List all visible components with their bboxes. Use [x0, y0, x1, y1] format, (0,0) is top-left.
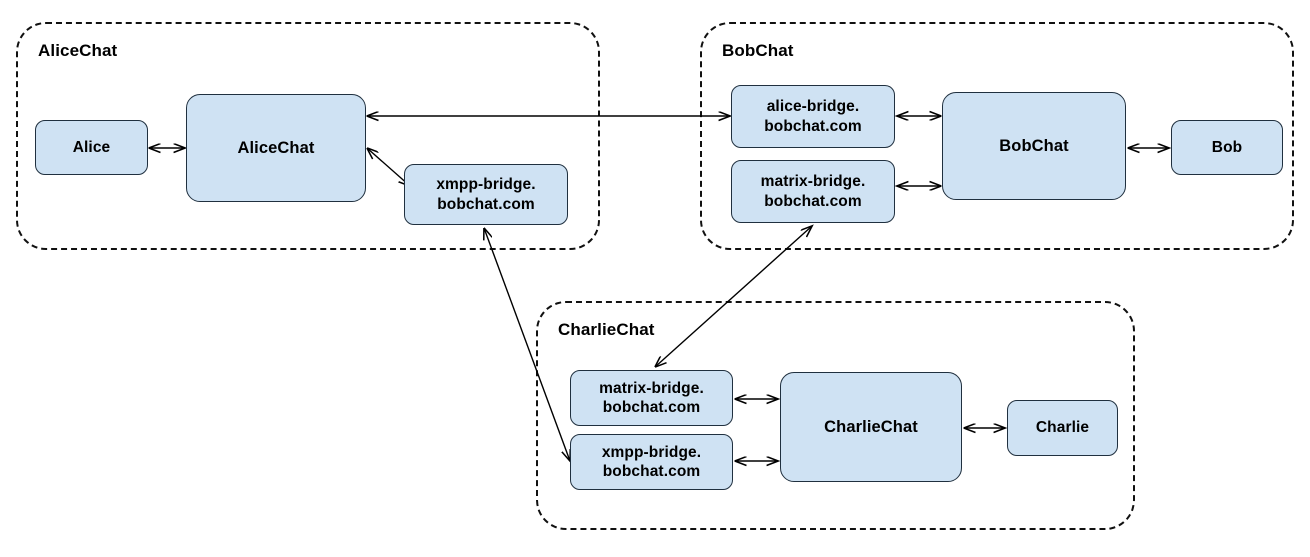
- node-label-line: CharlieChat: [824, 417, 918, 436]
- node-charliechat-xmpp-bridge[interactable]: xmpp-bridge. bobchat.com: [570, 434, 733, 490]
- node-charliechat-matrix-bridge[interactable]: matrix-bridge. bobchat.com: [570, 370, 733, 426]
- node-alice-user[interactable]: Alice: [35, 120, 148, 175]
- node-label-line: alice-bridge.: [766, 98, 860, 116]
- node-label-line: matrix-bridge.: [599, 379, 704, 397]
- node-label-line: matrix-bridge.: [760, 173, 866, 191]
- node-bobchat-server[interactable]: BobChat: [942, 92, 1126, 200]
- node-label-line: bobchat.com: [602, 399, 701, 416]
- container-alicechat: [16, 22, 600, 250]
- container-label-charliechat: CharlieChat: [558, 320, 655, 339]
- container-label-alicechat: AliceChat: [38, 41, 118, 60]
- node-charliechat-server[interactable]: CharlieChat: [780, 372, 962, 482]
- node-bobchat-matrix-bridge[interactable]: matrix-bridge.bobchat.com: [731, 160, 895, 223]
- node-label-line: bobchat.com: [764, 117, 862, 135]
- node-charlie-user[interactable]: Charlie: [1007, 400, 1118, 456]
- node-label-line: xmpp-bridge.: [436, 176, 536, 194]
- node-alicechat-xmpp-bridge[interactable]: xmpp-bridge.bobchat.com: [404, 164, 568, 225]
- node-label-line: bobchat.com: [437, 195, 535, 213]
- node-label-line: BobChat: [999, 136, 1069, 155]
- node-alicechat-server[interactable]: AliceChat: [186, 94, 366, 202]
- node-label-line: bobchat.com: [602, 463, 701, 480]
- node-label-line: Alice: [72, 138, 111, 156]
- edge-charlie-matrix-bridge-to-bob-matrix-bridge: [655, 226, 812, 367]
- edge-alicechat-to-xmpp-bridge: [367, 148, 410, 186]
- edge-alice-xmpp-bridge-to-charlie-xmpp-bridge: [484, 228, 570, 461]
- node-label-line: Bob: [1211, 138, 1243, 156]
- edges: [149, 116, 1169, 461]
- container-bobchat: [700, 22, 1294, 250]
- node-label-line: Charlie: [1035, 419, 1090, 437]
- node-label-line: bobchat.com: [764, 192, 862, 210]
- container-label-bobchat: BobChat: [722, 41, 794, 60]
- node-bobchat-alice-bridge[interactable]: alice-bridge.bobchat.com: [731, 85, 895, 148]
- node-label-line: xmpp-bridge.: [601, 443, 702, 461]
- node-bob-user[interactable]: Bob: [1171, 120, 1283, 175]
- node-label-line: AliceChat: [237, 138, 315, 157]
